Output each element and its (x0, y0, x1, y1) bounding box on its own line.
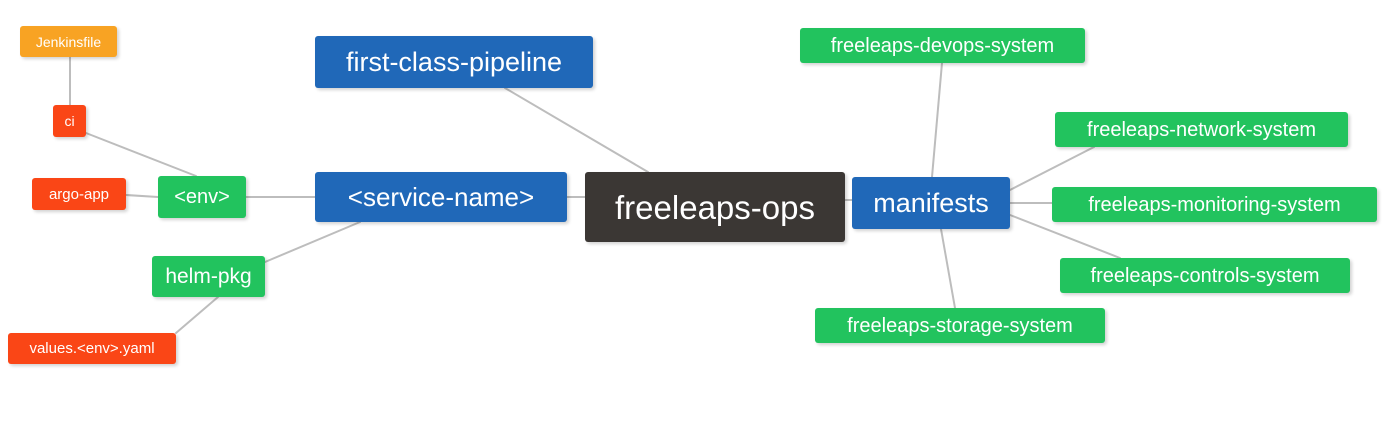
edge-manifests-network (1009, 146, 1095, 191)
node-service-name[interactable]: <service-name> (315, 172, 567, 222)
node-argo-app[interactable]: argo-app (32, 178, 126, 210)
edge-valuesyaml-helmpkg (175, 296, 219, 334)
edge-ci-env (85, 132, 197, 177)
node-values-yaml[interactable]: values.<env>.yaml (8, 333, 176, 364)
node-freeleaps-devops-system[interactable]: freeleaps-devops-system (800, 28, 1085, 63)
edge-helmpkg-servicename (264, 221, 361, 263)
edge-manifests-devops (931, 62, 943, 178)
edge-pipeline-ops (504, 87, 649, 173)
node-freeleaps-storage-system[interactable]: freeleaps-storage-system (815, 308, 1105, 343)
edge-argoapp-env (125, 194, 159, 198)
node-env[interactable]: <env> (158, 176, 246, 218)
node-manifests[interactable]: manifests (852, 177, 1010, 229)
node-first-class-pipeline[interactable]: first-class-pipeline (315, 36, 593, 88)
node-ci[interactable]: ci (53, 105, 86, 137)
node-jenkinsfile[interactable]: Jenkinsfile (20, 26, 117, 57)
node-helm-pkg[interactable]: helm-pkg (152, 256, 265, 297)
node-freeleaps-network-system[interactable]: freeleaps-network-system (1055, 112, 1348, 147)
node-freeleaps-controls-system[interactable]: freeleaps-controls-system (1060, 258, 1350, 293)
node-freeleaps-ops[interactable]: freeleaps-ops (585, 172, 845, 242)
edge-manifests-storage (940, 228, 956, 309)
node-freeleaps-monitoring-system[interactable]: freeleaps-monitoring-system (1052, 187, 1377, 222)
